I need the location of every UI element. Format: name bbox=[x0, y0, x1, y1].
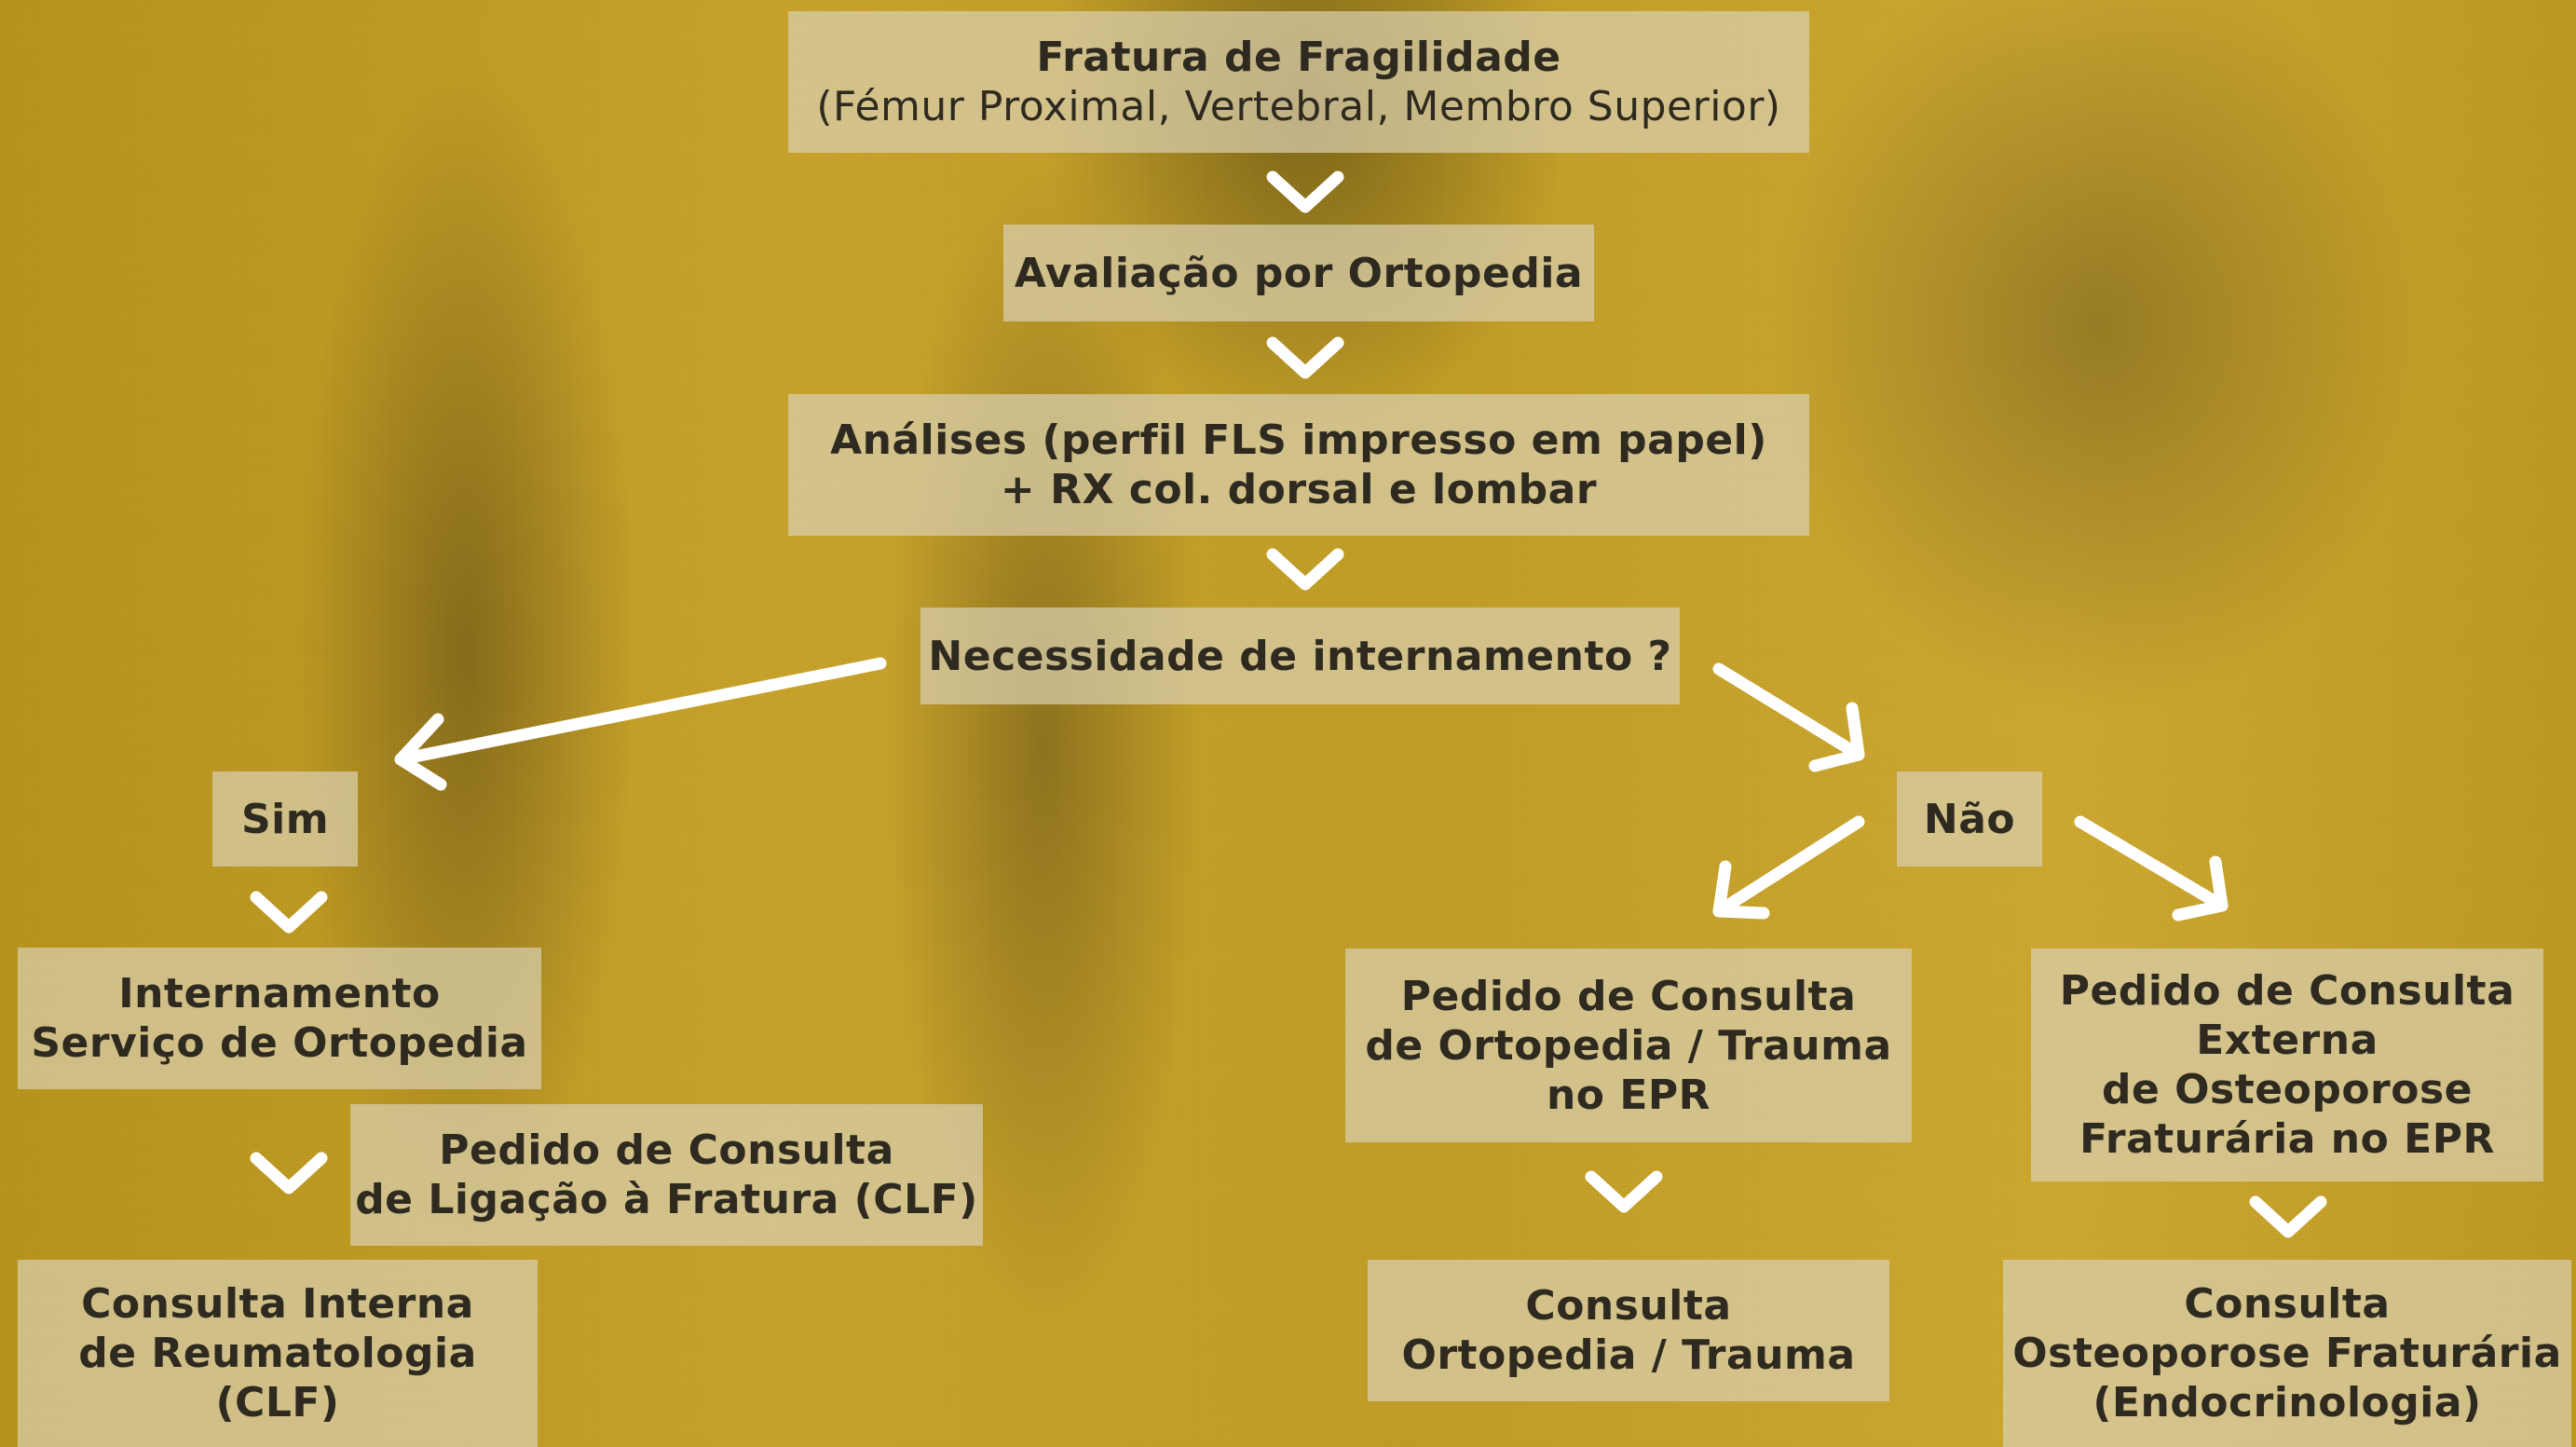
osteo-request-line2: Externa bbox=[2196, 1016, 2378, 1065]
rheum-line1: Consulta Interna bbox=[81, 1279, 474, 1329]
ortho-request-line1: Pedido de Consulta bbox=[1401, 972, 1857, 1021]
clf-request-line1: Pedido de Consulta bbox=[439, 1126, 894, 1175]
osteo-request-box: Pedido de Consulta Externa de Osteoporos… bbox=[2031, 949, 2543, 1181]
arrow-to-no bbox=[1719, 669, 1859, 755]
chevron-fracture-to-eval bbox=[1273, 177, 1338, 207]
yes-box: Sim bbox=[212, 771, 358, 867]
clf-request-box: Pedido de Consulta de Ligação à Fratura … bbox=[350, 1104, 983, 1246]
analyses-box: Análises (perfil FLS impresso em papel) … bbox=[788, 394, 1809, 536]
ortho-consult-box: Consulta Ortopedia / Trauma bbox=[1368, 1260, 1889, 1401]
fracture-subtitle: (Fémur Proximal, Vertebral, Membro Super… bbox=[816, 82, 1780, 131]
admission-box: Internamento Serviço de Ortopedia bbox=[18, 948, 541, 1089]
chevron-orthoreq-to-consult bbox=[1591, 1177, 1656, 1207]
rheum-line2: de Reumatologia bbox=[78, 1329, 477, 1378]
osteo-consult-box: Consulta Osteoporose Fraturária (Endocri… bbox=[2003, 1260, 2571, 1447]
admission-line1: Internamento bbox=[118, 969, 441, 1018]
no-box: Não bbox=[1897, 771, 2042, 867]
clf-request-line2: de Ligação à Fratura (CLF) bbox=[355, 1175, 978, 1224]
arrow-no-to-ortho bbox=[1719, 822, 1859, 911]
ortho-consult-line1: Consulta bbox=[1525, 1281, 1731, 1331]
ortho-eval-box: Avaliação por Ortopedia bbox=[1003, 225, 1594, 321]
ortho-request-line2: de Ortopedia / Trauma bbox=[1365, 1021, 1891, 1071]
osteo-consult-line1: Consulta bbox=[2184, 1279, 2390, 1329]
no-text: Não bbox=[1924, 795, 2015, 844]
chevron-admission-to-rheum bbox=[256, 1158, 321, 1188]
ortho-consult-line2: Ortopedia / Trauma bbox=[1401, 1331, 1855, 1380]
osteo-consult-line2: Osteoporose Fraturária bbox=[2012, 1329, 2562, 1378]
osteo-request-line4: Fraturária no EPR bbox=[2079, 1114, 2495, 1164]
chevron-analyses-to-question bbox=[1273, 554, 1338, 584]
chevron-eval-to-analyses bbox=[1273, 343, 1338, 373]
osteo-request-line3: de Osteoporose bbox=[2102, 1065, 2473, 1114]
question-text: Necessidade de internamento ? bbox=[928, 632, 1671, 681]
fracture-box: Fratura de Fragilidade (Fémur Proximal, … bbox=[788, 11, 1809, 153]
rheum-box: Consulta Interna de Reumatologia (CLF) bbox=[18, 1260, 538, 1447]
arrow-to-yes bbox=[401, 663, 880, 759]
ortho-request-box: Pedido de Consulta de Ortopedia / Trauma… bbox=[1345, 949, 1912, 1142]
yes-text: Sim bbox=[241, 795, 329, 844]
arrow-no-to-osteo bbox=[2080, 822, 2222, 906]
ortho-eval-text: Avaliação por Ortopedia bbox=[1015, 249, 1583, 298]
admission-line2: Serviço de Ortopedia bbox=[31, 1018, 527, 1068]
analyses-line2: + RX col. dorsal e lombar bbox=[1001, 465, 1597, 514]
analyses-line1: Análises (perfil FLS impresso em papel) bbox=[830, 416, 1767, 465]
chevron-osteoreq-to-consult bbox=[2256, 1202, 2321, 1232]
rheum-line3: (CLF) bbox=[215, 1378, 339, 1427]
chevron-yes-to-admission bbox=[256, 897, 321, 927]
osteo-consult-line3: (Endocrinologia) bbox=[2092, 1378, 2481, 1427]
fracture-title: Fratura de Fragilidade bbox=[1036, 33, 1561, 82]
ortho-request-line3: no EPR bbox=[1547, 1071, 1711, 1120]
osteo-request-line1: Pedido de Consulta bbox=[2060, 966, 2515, 1016]
question-box: Necessidade de internamento ? bbox=[920, 607, 1680, 704]
